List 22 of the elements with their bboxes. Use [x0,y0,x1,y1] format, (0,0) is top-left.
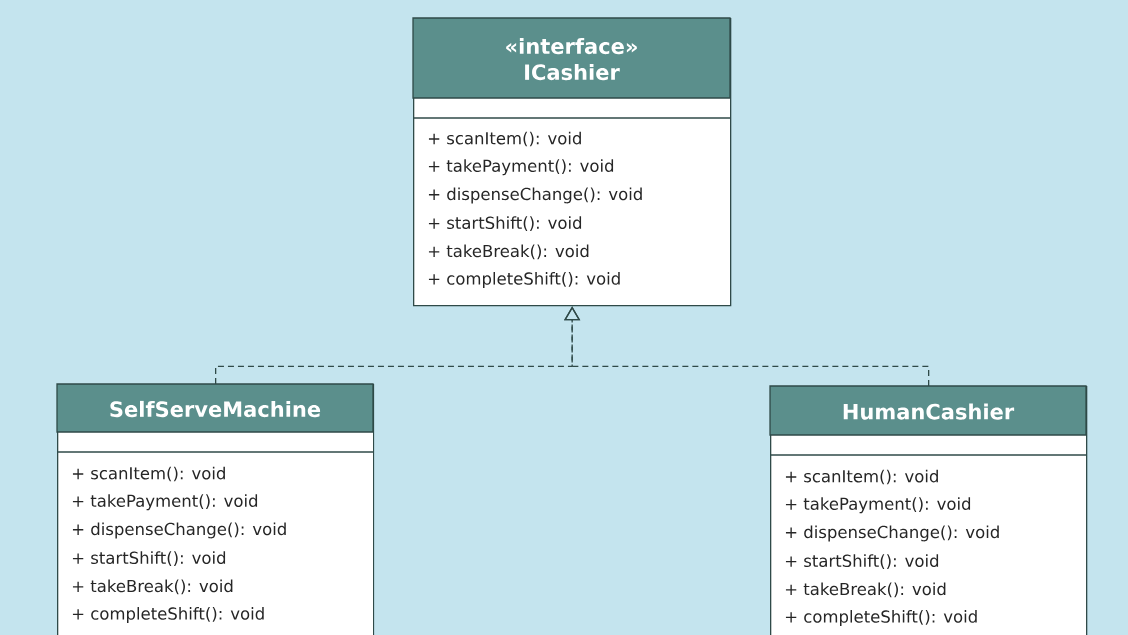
method-text: + takePayment(): void [72,494,258,511]
method-text: + completeShift(): void [785,610,977,626]
method-text: + takeBreak(): void [785,582,946,598]
method-text: + startShift(): void [72,551,226,566]
method-text: + scanItem(): void [785,469,938,485]
class-name: SelfServeMachine [110,400,321,418]
method-text: + completeShift(): void [72,607,264,623]
class-name: «interface» ICashier [506,37,637,81]
method-text: + startShift(): void [785,554,939,569]
method-text: + startShift(): void [428,216,582,231]
method-text: + scanItem(): void [428,131,581,147]
method-text: + dispenseChange(): void [785,525,999,542]
method-text: + dispenseChange(): void [72,522,286,539]
realization-arrow [564,306,930,387]
method-text: + scanItem(): void [72,466,225,482]
method-text: + takeBreak(): void [428,244,589,260]
method-text: + dispenseChange(): void [428,187,642,204]
method-text: + takePayment(): void [428,159,614,176]
method-text: + takePayment(): void [785,497,971,514]
method-text: + takeBreak(): void [72,579,233,595]
method-text: + completeShift(): void [428,272,620,288]
class-name: HumanCashier [843,403,1015,420]
